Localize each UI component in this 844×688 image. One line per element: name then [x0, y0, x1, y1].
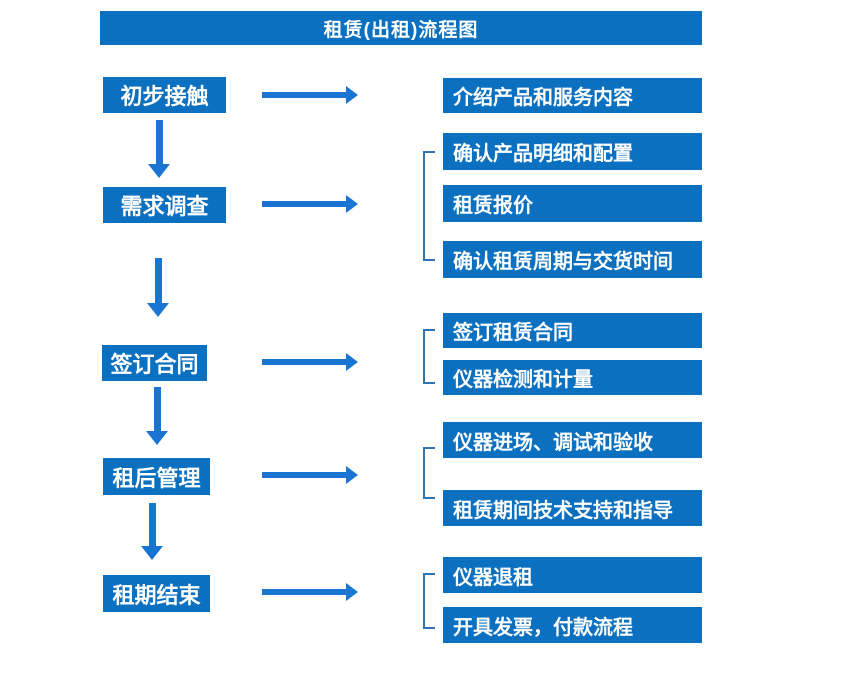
step-label: 需求调查 — [120, 194, 209, 219]
right-arrow-icon — [262, 86, 358, 104]
detail-invoice-payment: 开具发票，付款流程 — [443, 607, 702, 643]
right-arrow-icon — [262, 583, 358, 601]
detail-instrument-setup-acceptance: 仪器进场、调试和验收 — [443, 422, 702, 458]
down-arrow-icon — [146, 387, 168, 445]
right-arrow-icon — [262, 195, 358, 213]
right-arrow-icon — [262, 466, 358, 484]
detail-label: 确认租赁周期与交货时间 — [453, 251, 673, 273]
detail-confirm-rental-period: 确认租赁周期与交货时间 — [443, 241, 702, 278]
group-bracket-icon — [423, 447, 435, 499]
step-rental-end: 租期结束 — [103, 575, 210, 612]
step-sign-contract: 签订合同 — [102, 345, 207, 381]
group-bracket-icon — [423, 151, 435, 261]
detail-instrument-testing: 仪器检测和计量 — [443, 360, 702, 395]
detail-label: 签订租赁合同 — [453, 322, 573, 344]
flowchart-title: 租赁(出租)流程图 — [323, 19, 479, 41]
group-bracket-icon — [423, 573, 435, 629]
right-arrow-icon — [262, 353, 358, 371]
step-initial-contact: 初步接触 — [103, 77, 226, 113]
step-label: 签订合同 — [110, 352, 199, 377]
detail-rental-quotation: 租赁报价 — [443, 185, 702, 222]
detail-label: 介绍产品和服务内容 — [453, 87, 633, 109]
detail-introduce-products: 介绍产品和服务内容 — [443, 78, 702, 113]
step-label: 租后管理 — [112, 465, 201, 491]
detail-label: 租赁报价 — [453, 195, 533, 217]
step-post-rental-management: 租后管理 — [103, 458, 210, 495]
detail-label: 仪器进场、调试和验收 — [453, 431, 653, 454]
flowchart-title-bar: 租赁(出租)流程图 — [100, 11, 702, 45]
step-label: 租期结束 — [112, 582, 201, 608]
detail-technical-support: 租赁期间技术支持和指导 — [443, 490, 702, 526]
detail-label: 开具发票，付款流程 — [453, 616, 633, 639]
detail-instrument-return: 仪器退租 — [443, 557, 702, 593]
detail-label: 租赁期间技术支持和指导 — [453, 499, 673, 522]
down-arrow-icon — [148, 120, 170, 178]
group-bracket-icon — [423, 329, 435, 384]
detail-label: 仪器退租 — [453, 566, 533, 589]
detail-confirm-product-config: 确认产品明细和配置 — [443, 133, 702, 170]
down-arrow-icon — [147, 258, 169, 317]
down-arrow-icon — [141, 503, 163, 560]
detail-sign-rental-contract: 签订租赁合同 — [443, 313, 702, 348]
detail-label: 确认产品明细和配置 — [453, 143, 633, 165]
step-label: 初步接触 — [120, 84, 209, 109]
step-demand-survey: 需求调查 — [103, 187, 226, 223]
detail-label: 仪器检测和计量 — [453, 369, 593, 391]
